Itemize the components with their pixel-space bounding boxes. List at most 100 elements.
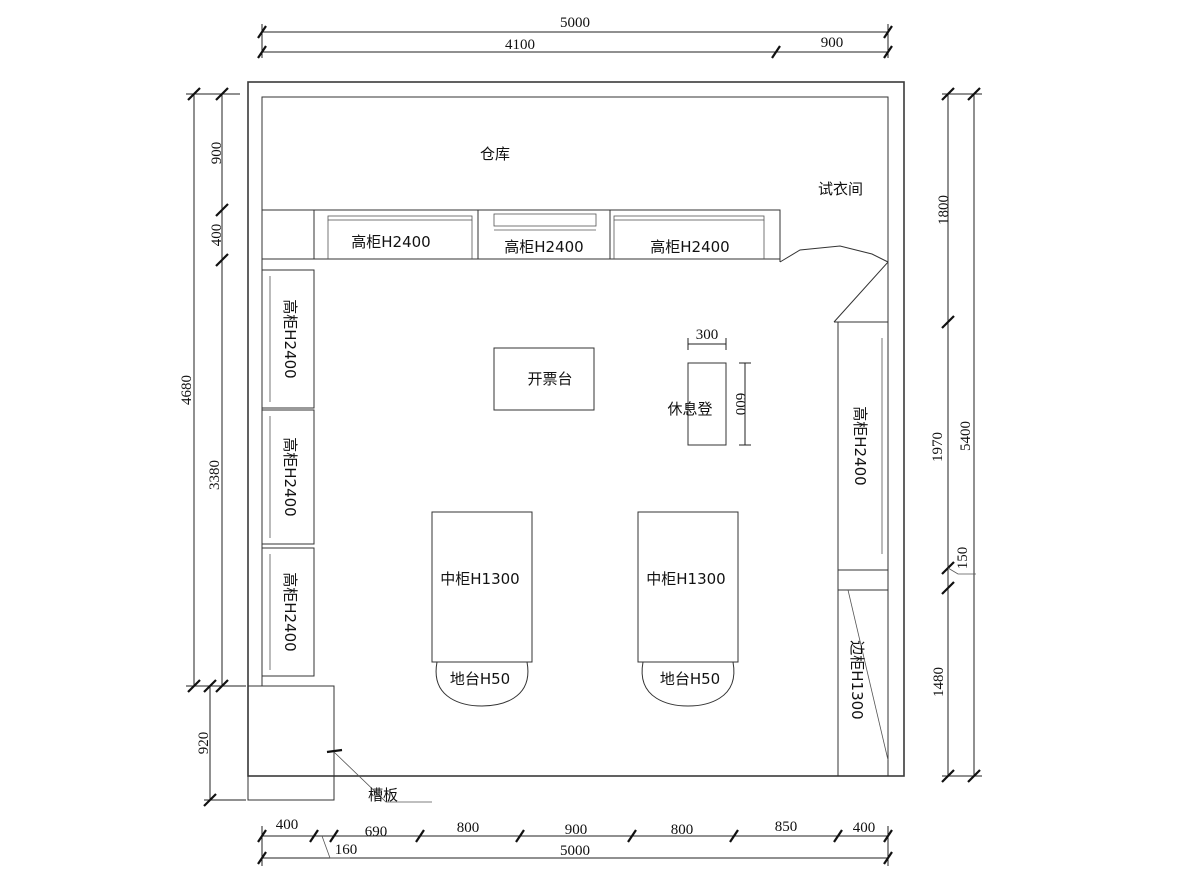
bench: 休息登 300 600 — [667, 327, 751, 446]
leader-line — [333, 751, 432, 803]
dim-left-4680: 4680 — [179, 375, 195, 405]
mid-cabinet-label: 中柜H1300 — [646, 570, 725, 588]
cabinet-label: 高柜H2400 — [281, 437, 299, 516]
dim-tick — [187, 679, 201, 693]
hanging-rail — [327, 215, 473, 221]
dim-tick — [627, 829, 637, 843]
side-cabinet-diagonal — [847, 589, 889, 761]
dim-tick — [941, 769, 955, 783]
dim-tick — [203, 793, 217, 807]
dim-tick — [257, 25, 267, 39]
dim-tick — [215, 87, 229, 101]
dim-bottom-400: 400 — [276, 817, 299, 833]
cabinet-label: 高柜H2400 — [650, 238, 729, 256]
dim-tick — [883, 45, 893, 59]
dim-tick — [329, 829, 339, 843]
dim-tick — [729, 829, 739, 843]
dim-right-5400: 5400 — [958, 421, 974, 451]
dim-tick — [187, 87, 201, 101]
left-cabinet-column: 高柜H2400 高柜H2400 高柜H2400 — [261, 269, 315, 677]
dim-tick — [257, 851, 267, 865]
mid-cabinet-box — [637, 511, 739, 663]
top-cabinet-row: 高柜H2400 高柜H2400 高柜H2400 — [262, 209, 781, 262]
dim-top-total: 5000 — [560, 15, 590, 31]
cabinet-row-outline — [262, 209, 781, 262]
dim-right-1480: 1480 — [931, 667, 947, 697]
dim-tick — [941, 315, 955, 329]
bench-label: 休息登 — [667, 400, 712, 418]
cabinet-label: 高柜H2400 — [504, 238, 583, 256]
left-dimensions: 900 400 4680 3380 920 — [179, 87, 246, 807]
left-cabinet — [261, 547, 315, 677]
hanging-rail — [613, 215, 765, 221]
entrance-wall — [247, 685, 335, 801]
dim-bottom-total: 5000 — [560, 843, 590, 859]
fitting-room-door — [779, 245, 889, 323]
floor-platform — [435, 661, 529, 707]
fitting-room-label: 试衣间 — [818, 180, 863, 198]
dim-right-150: 150 — [955, 547, 971, 570]
door-arc — [779, 245, 889, 263]
dim-tick — [309, 829, 319, 843]
bench-box — [687, 362, 727, 446]
bench-width: 300 — [696, 327, 719, 343]
dim-tick — [967, 87, 981, 101]
leader-line — [321, 835, 350, 859]
dim-left-900: 900 — [209, 142, 225, 165]
dim-bottom-400b: 400 — [853, 820, 876, 836]
dim-tick — [215, 679, 229, 693]
inner-wall — [261, 96, 889, 776]
mid-cabinet-left: 中柜H1300 地台H50 — [431, 511, 533, 707]
dim-top-left: 4100 — [505, 37, 535, 53]
dim-tick — [257, 45, 267, 59]
floor-platform — [641, 661, 735, 707]
cabinet-label: 高柜H2400 — [351, 233, 430, 251]
left-cabinet — [261, 409, 315, 545]
floor-platform-label: 地台H50 — [660, 670, 720, 688]
slot-board-label: 槽板 — [368, 786, 398, 804]
slot-board-marker — [326, 748, 343, 754]
dim-tick — [941, 87, 955, 101]
walls — [247, 81, 905, 777]
dim-tick — [257, 829, 267, 843]
floor-platform-label: 地台H50 — [450, 670, 510, 688]
warehouse-label: 仓库 — [480, 145, 510, 163]
dim-bottom-690: 690 — [365, 824, 388, 840]
dim-tick — [883, 829, 893, 843]
dim-bottom-800a: 800 — [457, 820, 480, 836]
dim-tick — [515, 829, 525, 843]
cabinet-label: 高柜H2400 — [851, 406, 869, 485]
dim-tick — [883, 25, 893, 39]
dim-left-400: 400 — [209, 224, 225, 247]
cabinet-label: 高柜H2400 — [281, 572, 299, 651]
left-cabinet — [261, 269, 315, 409]
outer-wall — [247, 81, 905, 777]
dim-tick — [203, 679, 217, 693]
leader-line — [947, 567, 976, 575]
bench-length: 600 — [732, 393, 748, 416]
right-dimensions: 1800 1970 5400 150 1480 — [930, 87, 982, 783]
dim-right-1800: 1800 — [936, 195, 952, 225]
dim-tick — [771, 45, 781, 59]
dim-tick — [967, 769, 981, 783]
dim-tick — [941, 581, 955, 595]
dim-bottom-900: 900 — [565, 822, 588, 838]
dim-top-right: 900 — [821, 35, 844, 51]
dim-tick — [415, 829, 425, 843]
mid-cabinet-right: 中柜H1300 地台H50 — [637, 511, 739, 707]
dim-bottom-800b: 800 — [671, 822, 694, 838]
dim-right-1970: 1970 — [930, 432, 946, 462]
top-dimensions: 5000 4100 900 — [257, 15, 893, 59]
dim-left-3380: 3380 — [207, 460, 223, 490]
ticket-counter-label: 开票台 — [527, 370, 572, 388]
ticket-counter: 开票台 — [493, 347, 595, 411]
right-cabinets: 高柜H2400 边柜H1300 — [837, 322, 889, 776]
dim-tick — [215, 253, 229, 267]
mid-cabinet-label: 中柜H1300 — [440, 570, 519, 588]
ticket-counter-box — [493, 347, 595, 411]
dim-tick — [215, 203, 229, 217]
cabinet-label: 高柜H2400 — [281, 299, 299, 378]
entrance-block: 槽板 — [247, 685, 432, 804]
dim-tick — [833, 829, 843, 843]
